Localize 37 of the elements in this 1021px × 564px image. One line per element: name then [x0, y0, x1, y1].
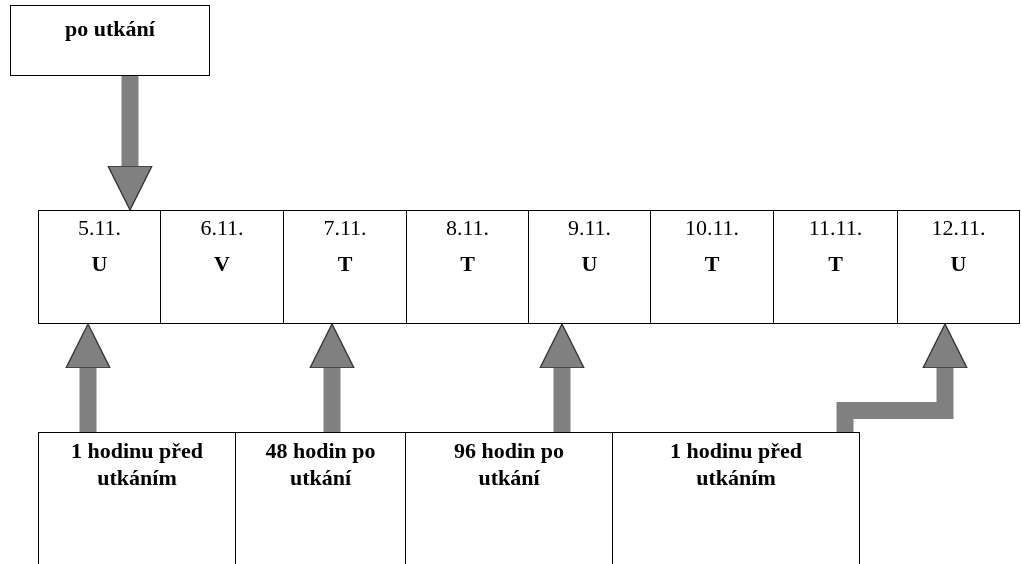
date-cell	[773, 210, 898, 324]
date-text: 10.11.	[684, 215, 740, 241]
arrow	[836, 323, 968, 432]
time-label: 1 hodinu před utkáním	[668, 437, 804, 491]
day-code: T	[828, 251, 843, 277]
day-code: U	[91, 251, 108, 277]
date-text: 7.11.	[323, 215, 367, 241]
date-text: 9.11.	[567, 215, 612, 241]
day-code: U	[950, 251, 967, 277]
arrow	[539, 323, 585, 432]
date-cell	[897, 210, 1020, 324]
day-code: V	[214, 251, 230, 277]
time-label: 48 hodin po utkání	[264, 437, 377, 491]
day-code: T	[460, 251, 475, 277]
box-label: po utkání	[65, 16, 155, 42]
time-box	[612, 432, 860, 564]
date-text: 5.11.	[77, 215, 122, 241]
date-text: 11.11.	[808, 215, 863, 241]
date-text: 12.11.	[931, 215, 986, 241]
day-code: T	[704, 251, 720, 277]
arrow	[65, 323, 111, 432]
date-cell	[283, 210, 407, 324]
date-cell	[160, 210, 284, 324]
day-code: U	[581, 251, 598, 277]
label-box	[10, 5, 210, 76]
arrow	[309, 323, 355, 432]
day-code: T	[337, 251, 353, 277]
arrow	[107, 76, 153, 211]
time-label: 1 hodinu před utkáním	[69, 437, 205, 491]
time-label: 96 hodin po utkání	[452, 437, 566, 491]
date-text: 8.11.	[445, 215, 490, 241]
date-cell	[650, 210, 774, 324]
time-box	[38, 432, 236, 564]
date-text: 6.11.	[200, 215, 244, 241]
date-cell	[38, 210, 161, 324]
date-cell	[528, 210, 651, 324]
date-cell	[406, 210, 529, 324]
